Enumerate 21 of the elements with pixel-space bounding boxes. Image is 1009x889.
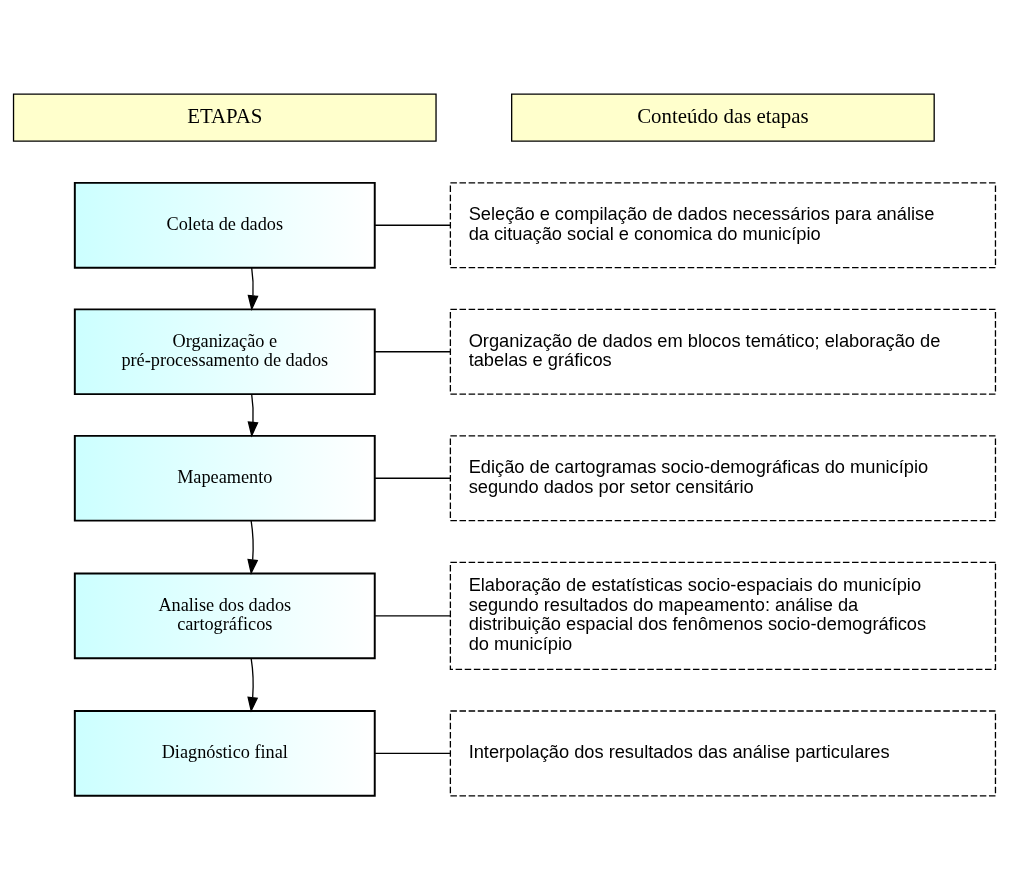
connector [374,224,451,226]
node-box: Analise dos dados cartográficos [73,571,376,659]
node-box: Diagnóstico final [73,709,376,797]
node-box: Seleção e compilação de dados necessários para análise da cituação social e conomica do município [449,181,997,268]
connector [374,477,451,479]
connector [374,752,451,754]
node-box: Interpolação dos resultados das análise particulares [449,709,997,796]
arrow [247,393,259,437]
connector [374,614,451,616]
arrow [247,266,259,311]
connector [374,350,451,352]
node-box: Conteúdo das etapas [511,93,935,142]
node-box: Edição de cartogramas socio-demográficas do município segundo dados por setor censitário [449,434,997,521]
node-box: Coleta de dados [73,181,376,269]
node-box: Organização de dados em blocos temático; elaboração de tabelas e gráficos [449,308,997,395]
arrow [247,519,259,575]
arrow [247,657,259,713]
node-box: Mapeamento [73,434,376,522]
node-box: Elaboração de estatísticas socio-espaciais do município segundo resultados do mapeamento: análise da distribuição espacial dos fenômenos socio-demográficos do município [449,561,997,670]
node-box: ETAPAS [12,93,437,142]
node-box: Organização e pré-processamento de dados [73,307,376,395]
